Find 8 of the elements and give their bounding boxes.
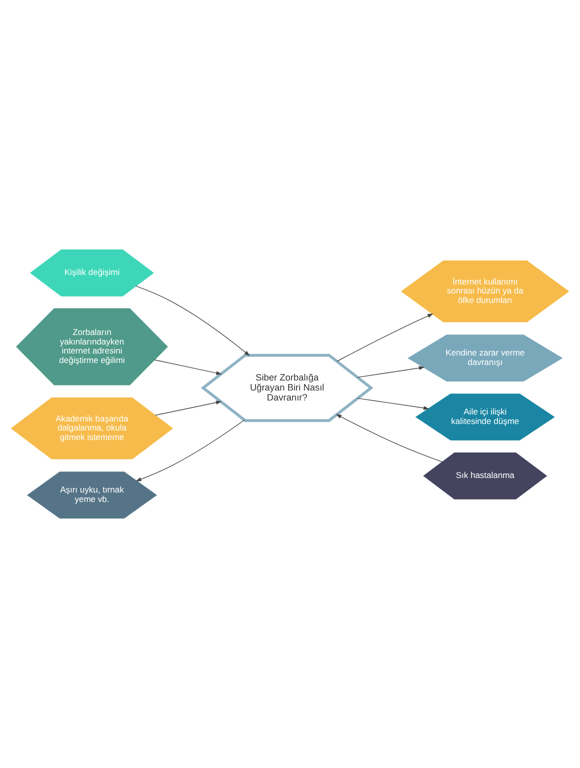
arrow [154, 400, 222, 416]
arrow [136, 286, 250, 356]
arrow [358, 398, 430, 410]
arrow [154, 360, 222, 375]
arrow [357, 366, 425, 378]
arrow [136, 420, 245, 482]
arrow [336, 414, 443, 462]
arrow [336, 314, 434, 362]
